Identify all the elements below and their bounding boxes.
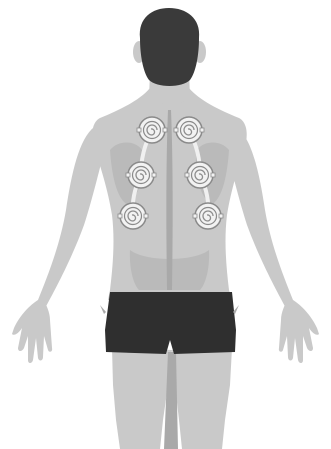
- left-hand: [12, 300, 52, 363]
- hip-mark-left: [100, 305, 106, 314]
- head: [133, 8, 206, 86]
- hip-mark-right: [233, 305, 239, 314]
- left-arm: [28, 125, 102, 319]
- right-leg: [172, 348, 232, 449]
- right-hand: [279, 300, 319, 363]
- hair: [140, 8, 199, 86]
- shorts: [105, 292, 236, 354]
- legs: [112, 348, 232, 449]
- left-leg: [112, 348, 172, 449]
